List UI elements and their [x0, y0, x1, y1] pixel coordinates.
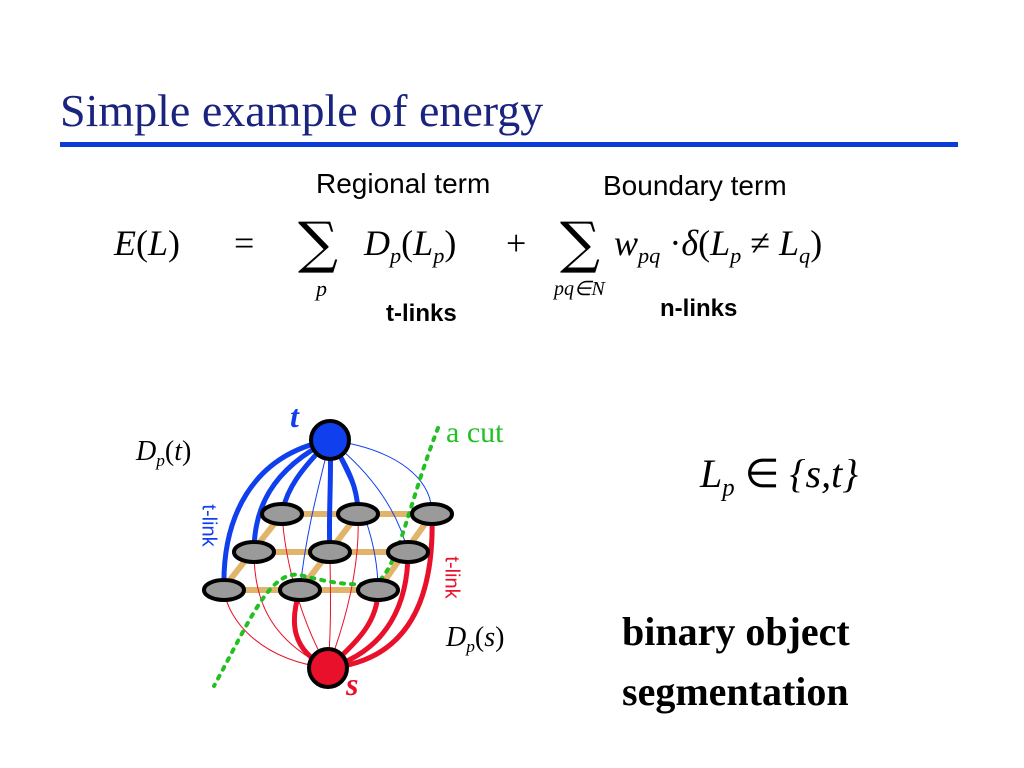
cut-line — [212, 426, 440, 688]
t-links-label: t-links — [386, 300, 457, 327]
equation-plus: + — [506, 223, 527, 263]
pixel-nodes — [202, 502, 454, 602]
s-node-label: s — [346, 666, 359, 702]
dp-t-label: Dp(t) — [136, 436, 192, 471]
dp-s-label: Dp(s) — [446, 622, 505, 657]
pixel-node — [260, 502, 304, 526]
sink-node-s — [307, 647, 349, 689]
caption-line-2: segmentation — [622, 669, 849, 714]
t-link-left-label: t-link — [197, 504, 220, 547]
pixel-node — [336, 502, 380, 526]
pixel-node — [202, 578, 246, 602]
sum2-subscript: pq∈N — [554, 278, 605, 300]
title-underline — [60, 142, 958, 147]
caption-line-1: binary object — [622, 609, 850, 654]
pixel-node — [232, 540, 276, 564]
cut-label: a cut — [446, 416, 504, 449]
boundary-term-expression: wpq ·δ(Lp ≠ Lq) — [614, 223, 823, 268]
pixel-node — [308, 540, 352, 564]
pixel-node — [278, 578, 322, 602]
t-link-right-label: t-link — [440, 556, 463, 599]
pixel-node — [410, 502, 454, 526]
slide-title: Simple example of energy — [60, 85, 544, 136]
t-node-label: t — [290, 398, 299, 434]
regional-term-label: Regional term — [316, 168, 491, 199]
sum1-subscript: p — [316, 276, 327, 301]
boundary-term-label: Boundary term — [603, 170, 787, 201]
regional-term-expression: Dp(Lp) — [364, 223, 457, 268]
pixel-node — [386, 540, 430, 564]
equation-equals: = — [234, 223, 255, 263]
label-set-expression: Lp ∈ {s,t} — [700, 451, 859, 502]
pixel-node — [356, 578, 400, 602]
equation-lhs: E(L) — [114, 223, 181, 263]
source-node-t — [309, 419, 351, 461]
n-links-label: n-links — [660, 295, 738, 322]
sum-symbol-2: ∑ — [560, 211, 600, 276]
sum-symbol-1: ∑ — [298, 211, 338, 276]
